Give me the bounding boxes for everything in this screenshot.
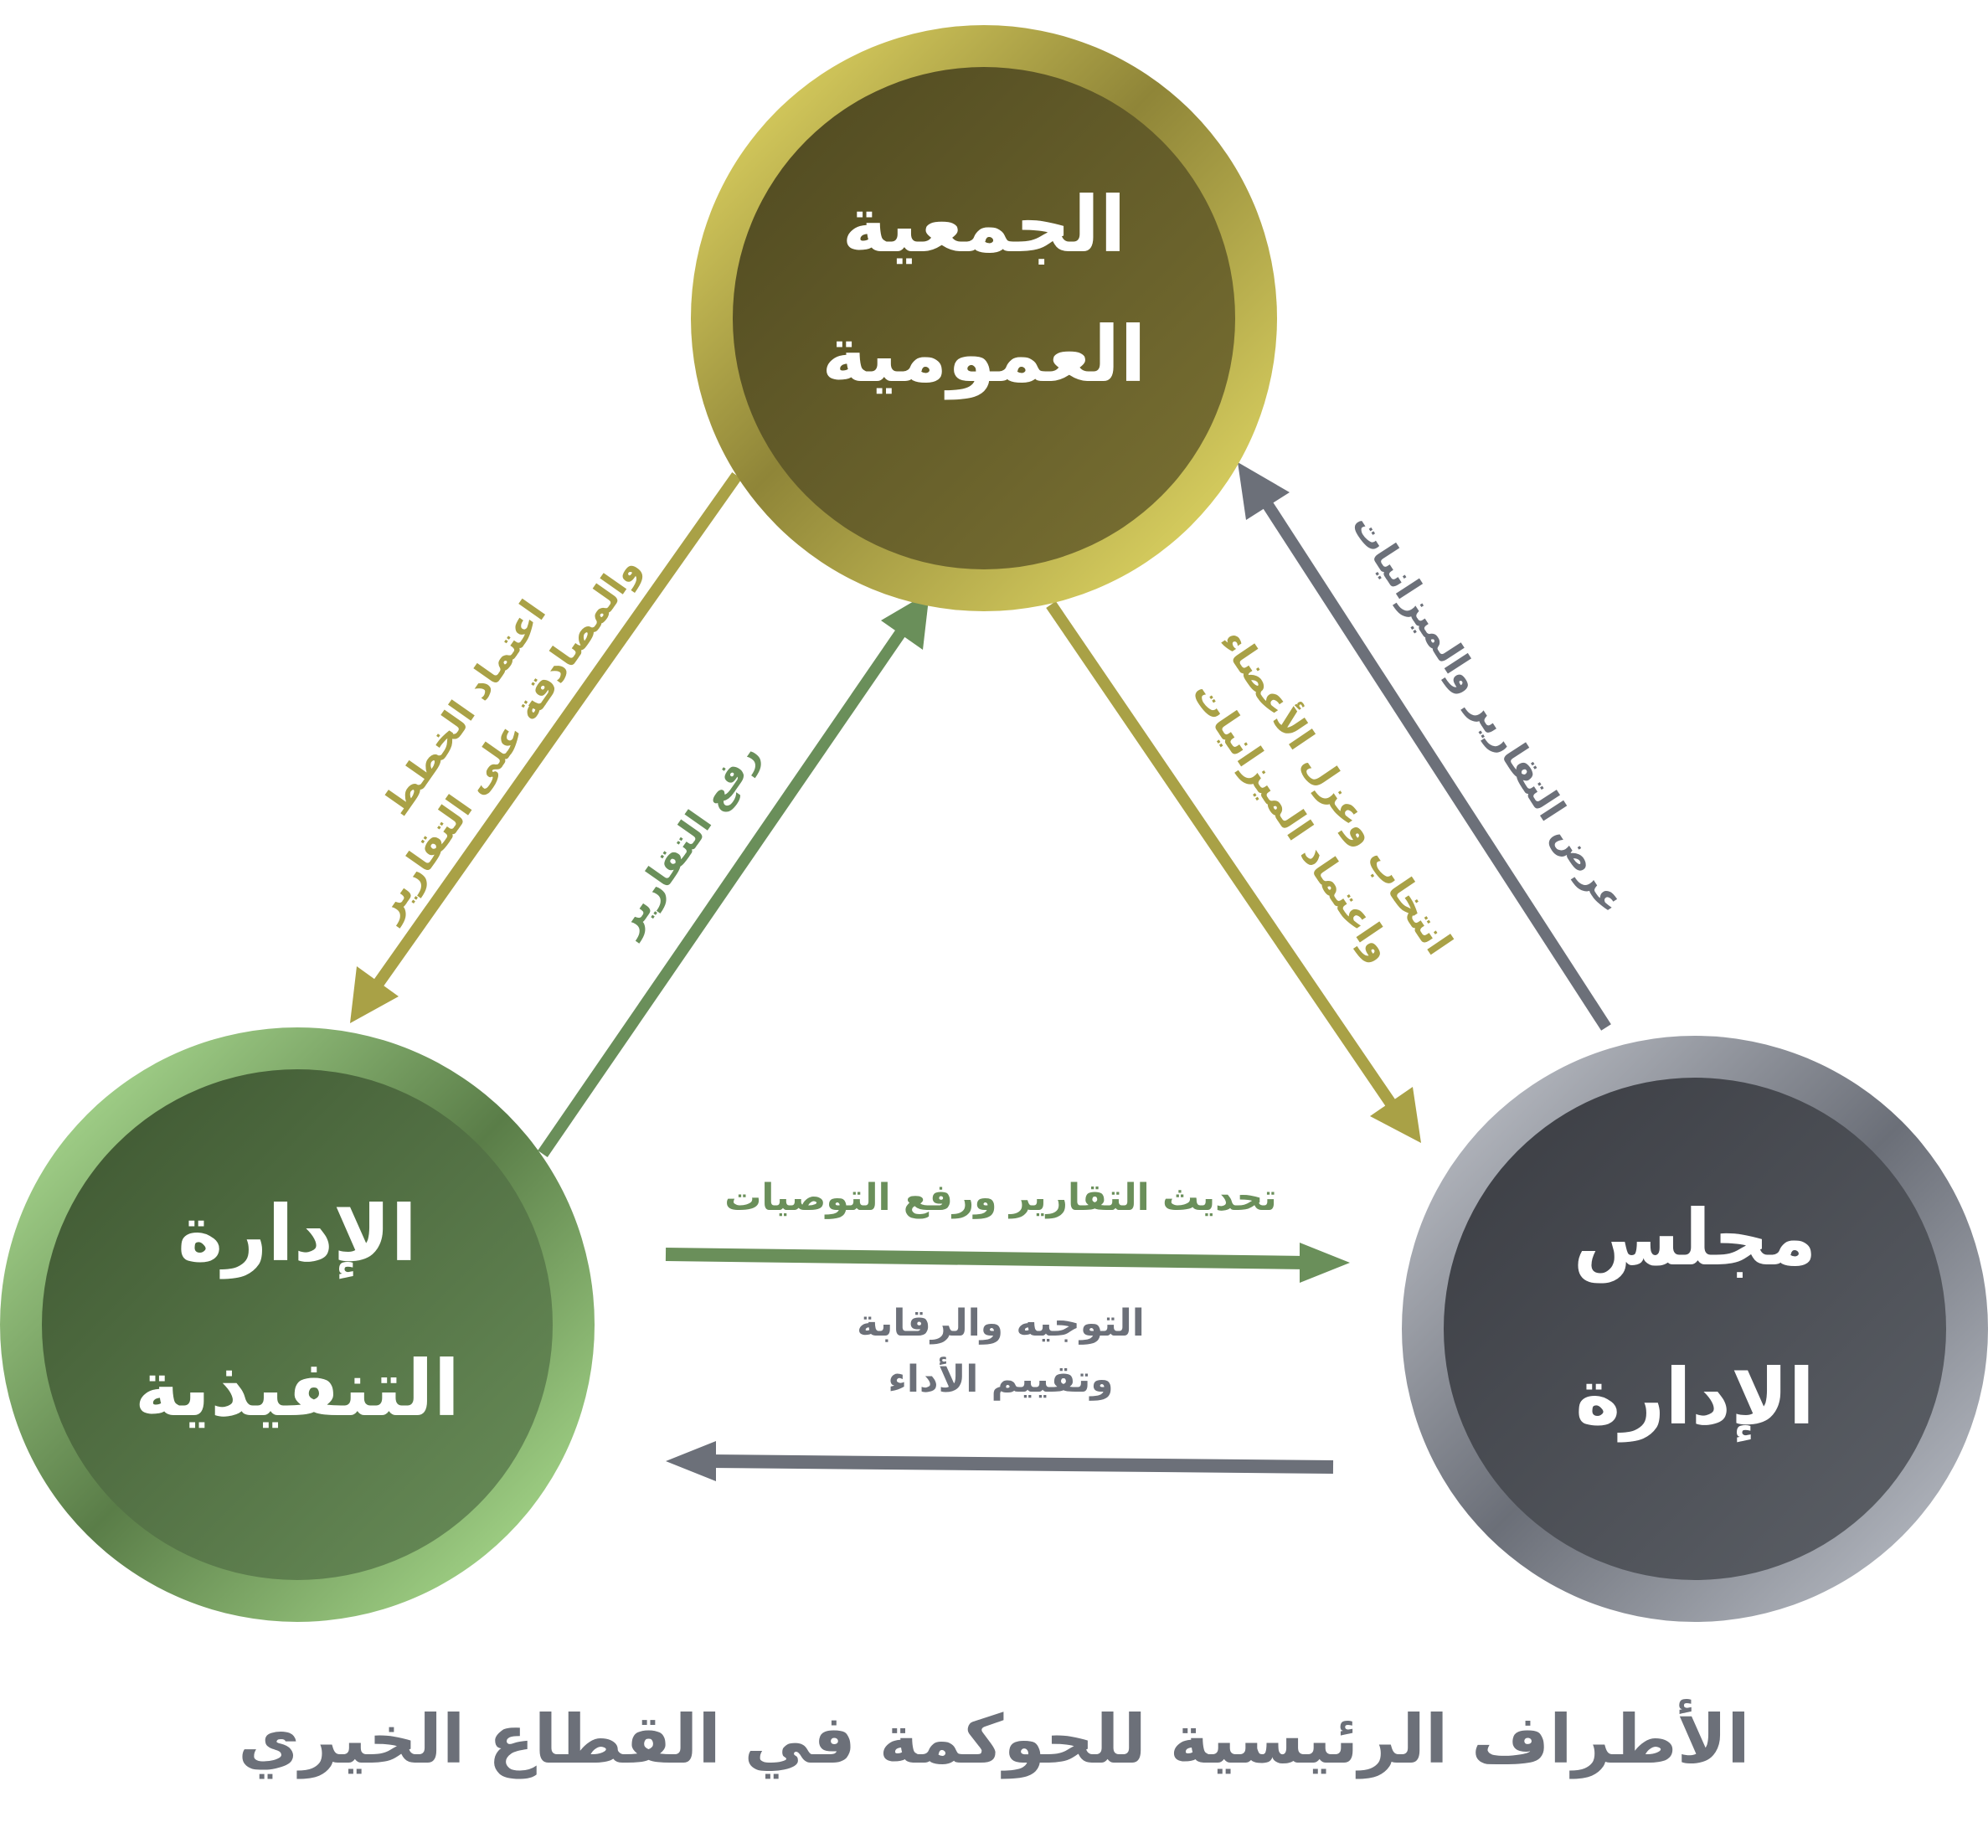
edge-label-board-to-exec: التوجيه والرقابة وتقييم الأداء [857,1302,1145,1401]
node-general-assembly: الجمعية العمومية [691,25,1277,611]
node-executive-management: الإدارة التنفيذية [0,1027,595,1622]
node-board: مجلس الإدارة [1402,1036,1988,1622]
edge-label-line2: والمصادقة على التقارير [365,548,649,929]
node-label-line2: الإدارة [1575,1352,1815,1443]
arrow-ga-to-exec [350,471,742,1023]
arrow-exec-to-ga [538,592,930,1157]
node-label-line2: العمومية [821,310,1146,400]
edge-label-line2: وتقييم الأداء [888,1356,1113,1401]
edge-label-ga-to-exec: اعتماد الخطط والمصادقة على التقارير [365,548,649,929]
node-label-line2: التنفيذية [135,1344,460,1434]
page-title: الأطراف الرئيسية للحوكمة في القطاع الخير… [238,1699,1749,1779]
arrow-exec-to-board [665,1243,1350,1283]
arrow-ga-to-board [1046,601,1421,1143]
arrow-board-to-ga [1238,462,1611,1031]
edge-label-line1: رفع التقارير [605,735,769,944]
node-label-line1: الإدارة [178,1189,417,1279]
node-label-line1: الجمعية [842,180,1125,270]
edge-label-line1: تحديث التقارير ورفع التوصيات [724,1176,1277,1219]
edge-label-ga-to-board: انتخاب وعزل الأعضاء واعتماد الميزانيات [1183,621,1461,969]
edge-label-line1: التوجيه والرقابة [857,1302,1145,1345]
edge-label-exec-to-board: تحديث التقارير ورفع التوصيات [724,1176,1277,1219]
edge-label-exec-to-ga: رفع التقارير [605,735,769,944]
arrow-board-to-exec [666,1441,1334,1481]
node-label-line1: مجلس [1573,1193,1817,1283]
